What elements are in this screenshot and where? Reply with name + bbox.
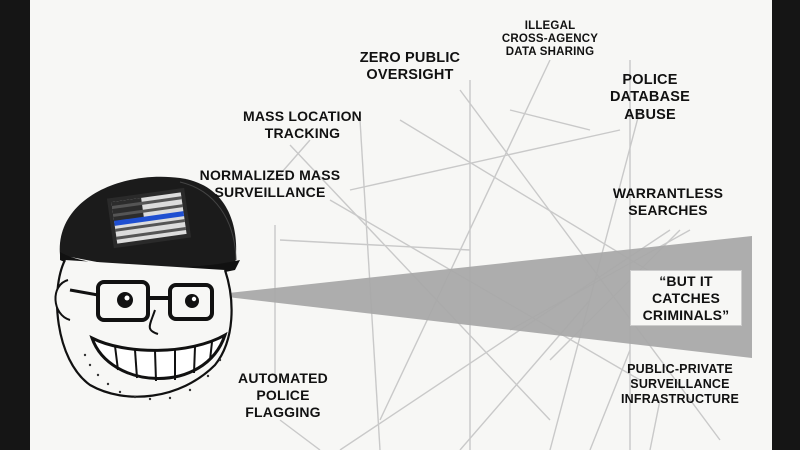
label-mass-location-tracking: MASS LOCATION TRACKING (242, 108, 362, 141)
label-police-database-abuse: POLICE DATABASE ABUSE (609, 72, 690, 123)
label-warrantless-searches: WARRANTLESS SEARCHES (612, 185, 724, 218)
background-lines (210, 59, 752, 450)
label-public-private-infrastructure: PUBLIC-PRIVATE SURVEILLANCE INFRASTRUCTU… (620, 362, 740, 406)
label-but-it-catches-criminals: “BUT IT CATCHES CRIMINALS” (630, 270, 742, 327)
wojak-with-cap-icon (54, 176, 240, 401)
label-normalized-mass-surveillance: NORMALIZED MASS SURVEILLANCE (199, 167, 341, 200)
right-frame-border (772, 0, 800, 450)
label-zero-public-oversight: ZERO PUBLIC OVERSIGHT (359, 50, 461, 84)
vision-beam (210, 236, 752, 358)
left-frame-border (0, 0, 30, 450)
label-illegal-data-sharing: ILLEGAL CROSS-AGENCY DATA SHARING (501, 20, 599, 59)
label-automated-police-flagging: AUTOMATED POLICE FLAGGING (238, 370, 328, 420)
thin-blue-line-flag-icon (106, 187, 192, 249)
meme-panel: ZERO PUBLIC OVERSIGHT ILLEGAL CROSS-AGEN… (30, 0, 772, 450)
